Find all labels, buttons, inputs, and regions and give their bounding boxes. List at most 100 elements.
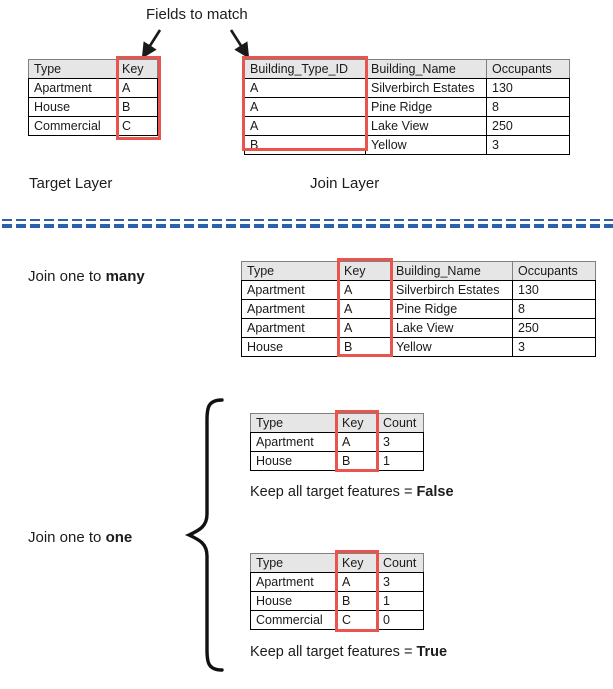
cell-type: Commercial	[28, 116, 117, 136]
col-header-occupants: Occupants	[486, 59, 570, 79]
cell-building-name: Pine Ridge	[390, 299, 513, 319]
col-header-key: Key	[336, 553, 378, 573]
join-one-to-many-table: Type Key Building_Name Occupants Apartme…	[241, 261, 596, 357]
cell-key: C	[336, 610, 378, 630]
col-header-key: Key	[336, 413, 378, 433]
table-row: A Silverbirch Estates 130	[244, 78, 570, 98]
table-row: Commercial C 0	[250, 610, 424, 630]
keep-all-true-value: True	[416, 644, 448, 660]
cell-building-name: Yellow	[365, 135, 487, 155]
table-row: Commercial C	[28, 116, 158, 136]
cell-building-name: Yellow	[390, 337, 513, 357]
table-row: A Lake View 250	[244, 116, 570, 136]
cell-type: Apartment	[241, 280, 339, 300]
cell-occupants: 3	[486, 135, 570, 155]
cell-count: 0	[377, 610, 424, 630]
cell-occupants: 8	[512, 299, 596, 319]
col-header-type: Type	[28, 59, 117, 79]
cell-type: Apartment	[241, 299, 339, 319]
col-header-type: Type	[250, 553, 337, 573]
cell-type: Apartment	[250, 572, 337, 592]
cell-key: A	[338, 318, 391, 338]
cell-key: B	[336, 591, 378, 611]
arrow-to-target-key	[141, 29, 162, 59]
cell-type: Apartment	[28, 78, 117, 98]
table-row: Apartment A 3	[250, 432, 424, 452]
cell-type: Commercial	[250, 610, 337, 630]
join-one-to-many-prefix: Join one to	[28, 268, 106, 285]
cell-type: House	[241, 337, 339, 357]
table-row: Apartment A 3	[250, 572, 424, 592]
join-one-to-many-label: Join one to many	[28, 269, 145, 284]
cell-key: B	[116, 97, 158, 117]
col-header-building-name: Building_Name	[390, 261, 513, 281]
cell-key: C	[116, 116, 158, 136]
cell-occupants: 130	[512, 280, 596, 300]
target-layer-caption: Target Layer	[29, 175, 113, 192]
col-header-type: Type	[241, 261, 339, 281]
target-layer-table: Type Key Apartment A House B Commercial …	[28, 59, 158, 136]
join-layer-table-wrapper: Building_Type_ID Building_Name Occupants…	[244, 59, 570, 155]
table-header-row: Type Key Building_Name Occupants	[241, 261, 596, 281]
keep-all-true-label: Keep all target features = True	[250, 645, 447, 660]
cell-building-type-id: B	[244, 135, 366, 155]
cell-occupants: 8	[486, 97, 570, 117]
col-header-type: Type	[250, 413, 337, 433]
cell-building-type-id: A	[244, 116, 366, 136]
join-one-to-one-true-table-wrapper: Type Key Count Apartment A 3 House B 1 C…	[250, 553, 424, 630]
cell-building-name: Silverbirch Estates	[365, 78, 487, 98]
cell-count: 3	[377, 572, 424, 592]
cell-building-name: Lake View	[390, 318, 513, 338]
table-row: House B Yellow 3	[241, 337, 596, 357]
table-row: House B 1	[250, 591, 424, 611]
keep-all-true-prefix: Keep all target features =	[250, 644, 417, 660]
join-layer-table: Building_Type_ID Building_Name Occupants…	[244, 59, 570, 155]
col-header-key: Key	[116, 59, 158, 79]
cell-building-name: Lake View	[365, 116, 487, 136]
table-header-row: Type Key	[28, 59, 158, 79]
cell-type: House	[250, 591, 337, 611]
cell-occupants: 250	[486, 116, 570, 136]
cell-count: 1	[377, 451, 424, 471]
cell-key: A	[336, 432, 378, 452]
cell-key: B	[336, 451, 378, 471]
keep-all-false-label: Keep all target features = False	[250, 485, 454, 500]
table-header-row: Type Key Count	[250, 413, 424, 433]
cell-occupants: 250	[512, 318, 596, 338]
table-row: Apartment A	[28, 78, 158, 98]
cell-key: A	[338, 280, 391, 300]
join-one-to-one-false-table: Type Key Count Apartment A 3 House B 1	[250, 413, 424, 471]
join-layer-caption: Join Layer	[310, 175, 380, 192]
cell-building-name: Pine Ridge	[365, 97, 487, 117]
cell-type: Apartment	[250, 432, 337, 452]
join-one-to-one-label: Join one to one	[28, 530, 132, 545]
keep-all-false-prefix: Keep all target features =	[250, 484, 417, 500]
join-one-to-one-emph: one	[105, 529, 133, 546]
keep-all-false-value: False	[416, 484, 454, 500]
table-row: B Yellow 3	[244, 135, 570, 155]
join-one-to-many-table-wrapper: Type Key Building_Name Occupants Apartme…	[241, 261, 596, 357]
arrow-to-join-key	[229, 29, 250, 59]
join-one-to-one-true-table: Type Key Count Apartment A 3 House B 1 C…	[250, 553, 424, 630]
cell-count: 1	[377, 591, 424, 611]
col-header-building-type-id: Building_Type_ID	[244, 59, 366, 79]
fields-to-match-label: Fields to match	[146, 6, 248, 23]
cell-type: Apartment	[241, 318, 339, 338]
table-header-row: Building_Type_ID Building_Name Occupants	[244, 59, 570, 79]
table-row: House B	[28, 97, 158, 117]
cell-type: House	[28, 97, 117, 117]
section-divider	[2, 219, 613, 228]
join-one-to-one-prefix: Join one to	[28, 529, 106, 546]
col-header-count: Count	[377, 553, 424, 573]
cell-key: A	[116, 78, 158, 98]
cell-occupants: 3	[512, 337, 596, 357]
cell-key: A	[338, 299, 391, 319]
col-header-key: Key	[338, 261, 391, 281]
cell-occupants: 130	[486, 78, 570, 98]
col-header-occupants: Occupants	[512, 261, 596, 281]
table-row: Apartment A Silverbirch Estates 130	[241, 280, 596, 300]
cell-count: 3	[377, 432, 424, 452]
cell-building-type-id: A	[244, 97, 366, 117]
col-header-building-name: Building_Name	[365, 59, 487, 79]
curly-brace-one-to-one	[184, 398, 224, 672]
